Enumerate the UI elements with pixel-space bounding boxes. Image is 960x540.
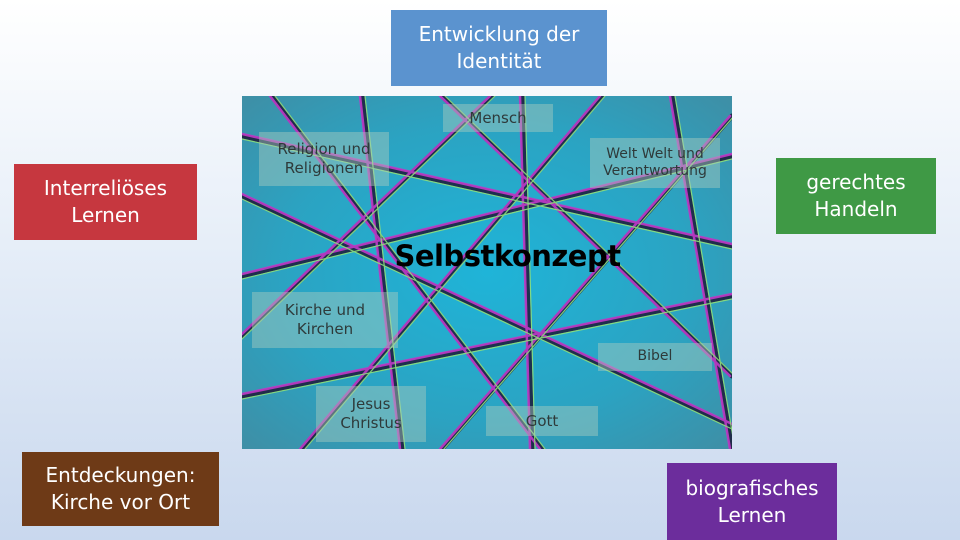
kirche-label: Kirche und Kirchen xyxy=(252,292,398,348)
mensch-label: Mensch xyxy=(443,104,553,132)
welt-label: Welt Welt und Verantwortung xyxy=(590,138,720,188)
biographical-learning-box: biografisches Lernen xyxy=(667,463,837,540)
just-action-label: gerechtes Handeln xyxy=(806,170,906,221)
gott-label: Gott xyxy=(486,406,598,436)
religion-label: Religion und Religionen xyxy=(259,132,389,186)
interreligious-label: Interreliöses Lernen xyxy=(43,176,168,227)
bibel-label: Bibel xyxy=(598,343,712,371)
identity-label: Entwicklung der Identität xyxy=(418,22,580,73)
identity-box: Entwicklung der Identität xyxy=(391,10,607,86)
center-network-image xyxy=(242,96,732,449)
discoveries-box: Entdeckungen: Kirche vor Ort xyxy=(22,452,219,526)
center-title: Selbstkonzept xyxy=(394,239,621,273)
just-action-box: gerechtes Handeln xyxy=(776,158,936,234)
biographical-label: biografisches Lernen xyxy=(685,475,819,527)
jesus-label: Jesus Christus xyxy=(316,386,426,442)
interreligious-learning-box: Interreliöses Lernen xyxy=(14,164,197,240)
discoveries-label: Entdeckungen: Kirche vor Ort xyxy=(45,463,196,514)
